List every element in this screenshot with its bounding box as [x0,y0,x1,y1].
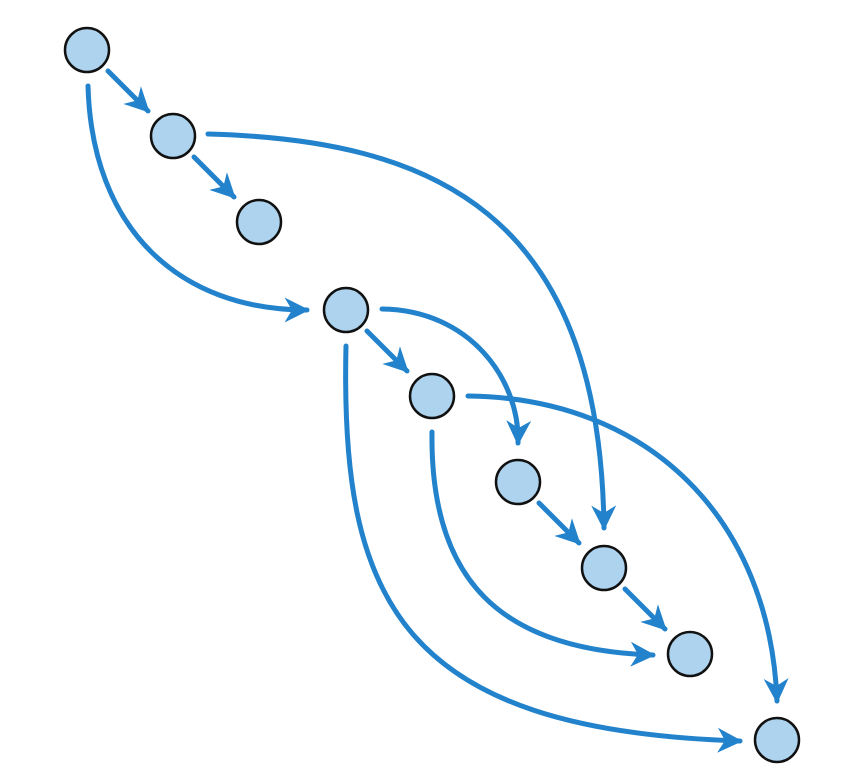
node-n1 [63,26,111,74]
edge-n4-n5 [364,328,410,374]
edge-n2-n7 [205,131,617,531]
edge-n6-n7 [536,500,582,546]
edge-n2-n3 [191,154,237,200]
node-n7 [580,544,628,592]
node-n4 [322,286,370,334]
edges-layer [85,68,789,753]
node-n2 [149,112,197,160]
edge-n4-n9 [343,343,743,753]
node-n5 [408,372,456,420]
nodes-layer [63,26,801,764]
edge-n7-n8 [622,586,668,632]
edge-n1-n4 [85,83,310,323]
edge-n4-n6 [379,306,532,446]
edge-n5-n9 [465,393,789,704]
node-n8 [666,630,714,678]
node-n6 [494,458,542,506]
node-n3 [235,198,283,246]
edge-n1-n2 [105,68,151,114]
node-n9 [753,716,801,764]
edge-n5-n8 [429,429,656,667]
